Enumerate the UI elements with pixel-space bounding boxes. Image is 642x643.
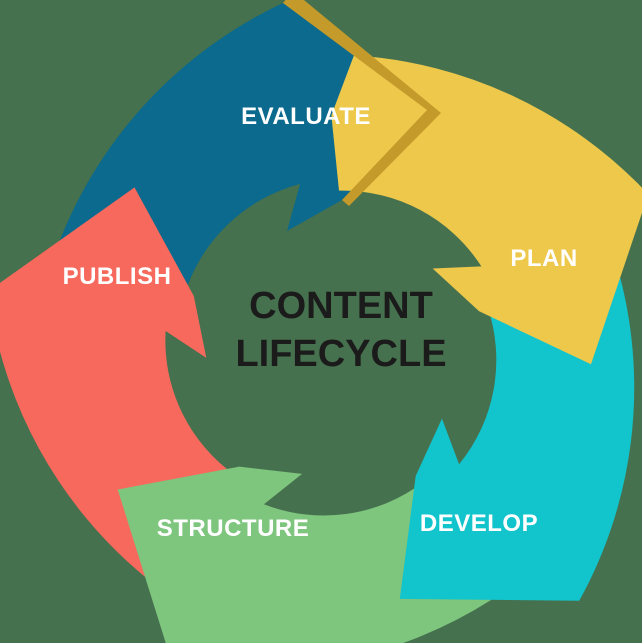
arrow-structure (117, 466, 492, 643)
diagram-title: CONTENT LIFECYCLE (235, 282, 446, 378)
diagram-title-line2: LIFECYCLE (235, 333, 447, 375)
stage-label-evaluate: EVALUATE (241, 103, 371, 130)
diagram-title-line1: CONTENT (249, 285, 433, 327)
stage-label-plan: PLAN (510, 245, 578, 272)
stage-label-publish: PUBLISH (62, 263, 172, 290)
stage-label-structure: STRUCTURE (156, 515, 310, 542)
stage-label-develop: DEVELOP (419, 510, 539, 537)
